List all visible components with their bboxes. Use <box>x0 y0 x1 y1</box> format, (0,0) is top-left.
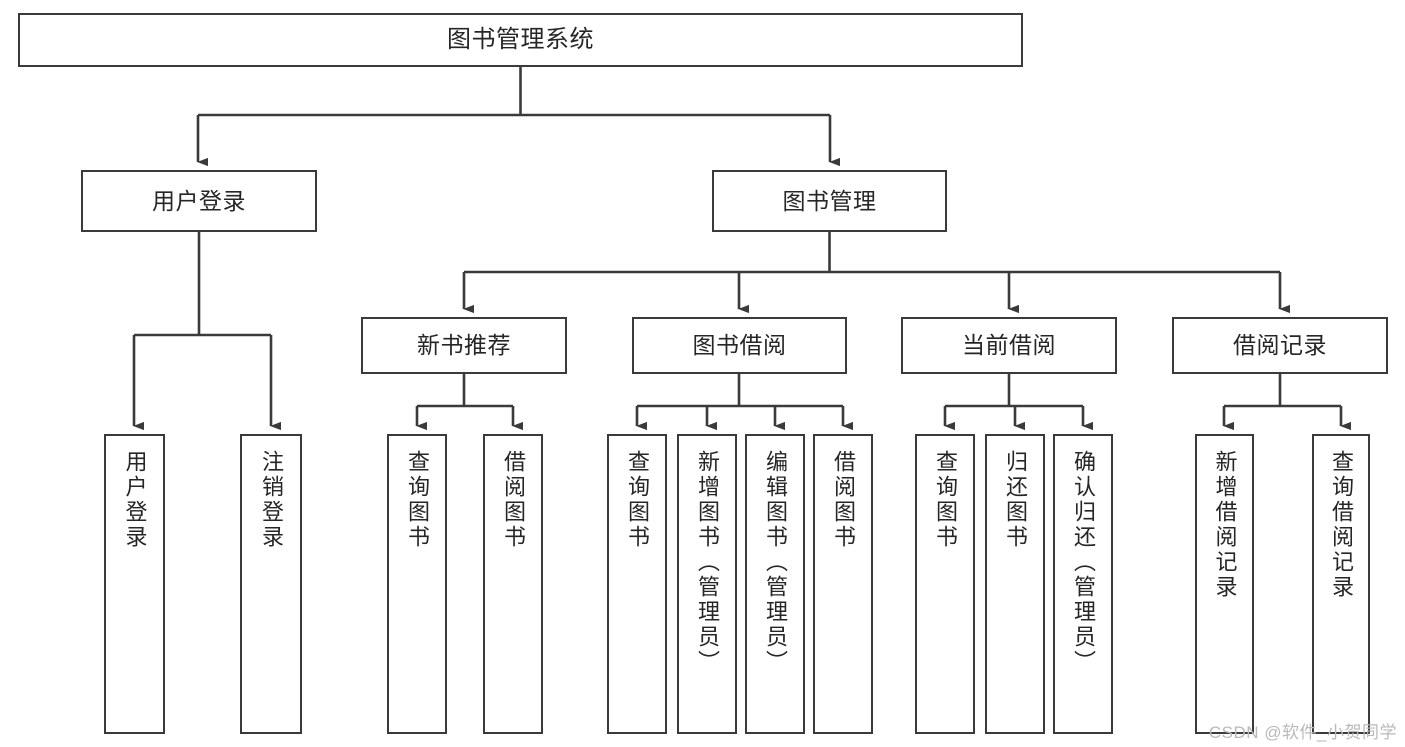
leaf-query-book-3[interactable]: 查询图书 <box>915 434 975 734</box>
leaf-query-book-2[interactable]: 查询图书 <box>607 434 667 734</box>
node-label: 注销登录 <box>259 450 284 550</box>
node-current-borrow[interactable]: 当前借阅 <box>901 317 1117 374</box>
node-label: 图书借阅 <box>692 332 787 359</box>
node-label: 归还图书 <box>1003 450 1028 550</box>
leaf-return-book[interactable]: 归还图书 <box>985 434 1045 734</box>
csdn-watermark: CSDN @软件_小贺同学 <box>1208 723 1397 742</box>
node-label: 图书管理系统 <box>447 26 594 54</box>
leaf-edit-book-admin[interactable]: 编辑图书（管理员） <box>745 434 805 734</box>
node-label: 当前借阅 <box>962 332 1056 359</box>
node-new-book-recommendation[interactable]: 新书推荐 <box>361 317 567 374</box>
leaf-query-borrow-record[interactable]: 查询借阅记录 <box>1312 434 1370 734</box>
node-root-system[interactable]: 图书管理系统 <box>18 13 1023 67</box>
node-label: 查询图书 <box>933 450 958 550</box>
node-label: 借阅图书 <box>831 450 856 550</box>
leaf-add-borrow-record[interactable]: 新增借阅记录 <box>1195 434 1254 734</box>
leaf-user-login[interactable]: 用户登录 <box>104 434 165 734</box>
node-label: 查询借阅记录 <box>1329 450 1354 600</box>
node-label: 编辑图书（管理员） <box>763 450 788 675</box>
node-label: 图书管理 <box>782 187 877 214</box>
node-label: 新增借阅记录 <box>1212 450 1238 600</box>
node-label: 新增图书（管理员） <box>695 450 720 675</box>
leaf-borrow-book-1[interactable]: 借阅图书 <box>483 434 543 734</box>
node-label: 用户登录 <box>152 187 246 214</box>
node-label: 新书推荐 <box>417 332 511 359</box>
node-user-login[interactable]: 用户登录 <box>81 170 317 232</box>
node-label: 借阅记录 <box>1233 332 1327 359</box>
leaf-logout[interactable]: 注销登录 <box>240 434 302 734</box>
node-label: 查询图书 <box>405 450 430 550</box>
leaf-confirm-return-admin[interactable]: 确认归还（管理员） <box>1053 434 1113 734</box>
node-label: 查询图书 <box>625 450 650 550</box>
node-label: 借阅图书 <box>501 450 526 550</box>
node-borrow-record[interactable]: 借阅记录 <box>1172 317 1388 374</box>
node-book-manage[interactable]: 图书管理 <box>712 170 947 232</box>
node-book-borrow[interactable]: 图书借阅 <box>632 317 847 374</box>
node-label: 确认归还（管理员） <box>1071 450 1096 675</box>
node-label: 用户登录 <box>122 450 148 550</box>
leaf-query-book-1[interactable]: 查询图书 <box>387 434 447 734</box>
leaf-add-book-admin[interactable]: 新增图书（管理员） <box>677 434 737 734</box>
leaf-borrow-book-2[interactable]: 借阅图书 <box>813 434 873 734</box>
